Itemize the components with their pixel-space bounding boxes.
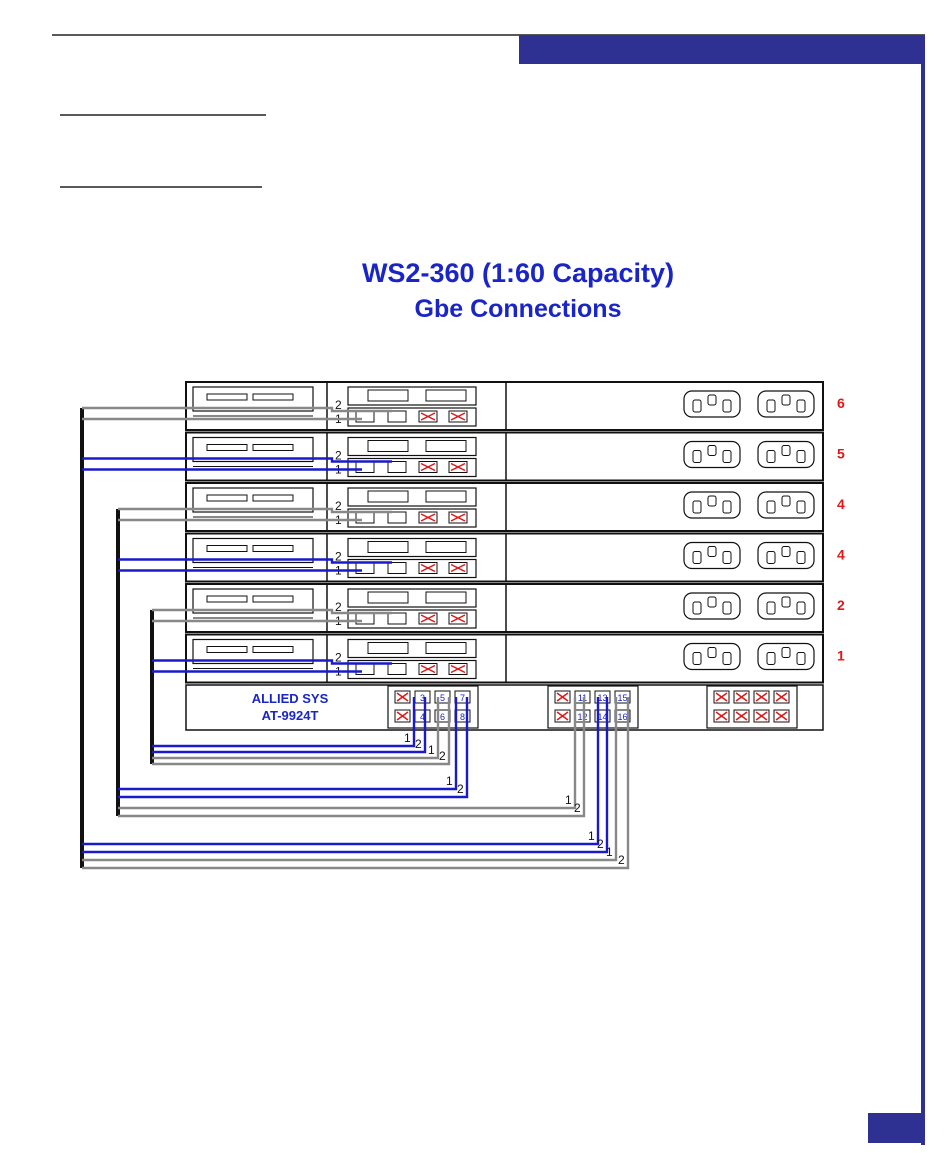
switch-port-number: 8 [460, 712, 465, 722]
diagram-subtitle: Gbe Connections [0, 295, 950, 324]
cable-label: 1 [404, 731, 411, 745]
unit-frame [186, 483, 823, 531]
cable-label: 1 [606, 845, 613, 859]
chassis-unit: 214 [186, 483, 845, 531]
switch-port-number: 12 [577, 712, 587, 722]
switch-brand: ALLIED SYS [252, 691, 329, 706]
cable-label: 1 [565, 793, 572, 807]
unit-frame [186, 584, 823, 632]
unit-number: 5 [837, 446, 845, 462]
cable-label: 2 [597, 837, 604, 851]
unit-frame [186, 433, 823, 481]
cable-label: 2 [457, 782, 464, 796]
switch-port-number: 5 [440, 693, 445, 703]
cable-label: 1 [588, 829, 595, 843]
chassis-unit: 216 [186, 382, 845, 430]
header-bar [519, 35, 925, 64]
switch-port-number: 6 [440, 712, 445, 722]
switch-model: AT-9924T [262, 708, 319, 723]
page-number-box [868, 1113, 925, 1143]
chassis-unit: 211 [186, 635, 845, 683]
diagram-title: WS2-360 (1:60 Capacity) [0, 258, 950, 289]
cable-label: 2 [415, 737, 422, 751]
switch-port-number: 15 [617, 693, 627, 703]
unit-number: 1 [837, 648, 845, 664]
unit-number: 2 [837, 597, 845, 613]
unit-number: 4 [837, 496, 845, 512]
chassis-unit: 215 [186, 433, 845, 481]
switch-port-number: 16 [617, 712, 627, 722]
unit-frame [186, 534, 823, 582]
unit-frame [186, 382, 823, 430]
page-edge-bar [921, 35, 925, 1145]
chassis-stack: 216215214214212211 [186, 382, 845, 683]
cable-label: 1 [428, 743, 435, 757]
cable-label: 2 [439, 749, 446, 763]
switch-unit: ALLIED SYSAT-9924T357468111315121416 [186, 685, 823, 730]
chassis-unit: 212 [186, 584, 845, 632]
switch-port-number: 11 [578, 693, 587, 703]
switch-port-number: 7 [460, 693, 465, 703]
cable-label: 1 [446, 774, 453, 788]
unit-frame [186, 635, 823, 683]
cable-label: 2 [574, 801, 581, 815]
unit-number: 6 [837, 395, 845, 411]
chassis-unit: 214 [186, 534, 845, 582]
cable-label: 2 [618, 853, 625, 867]
unit-number: 4 [837, 547, 845, 563]
